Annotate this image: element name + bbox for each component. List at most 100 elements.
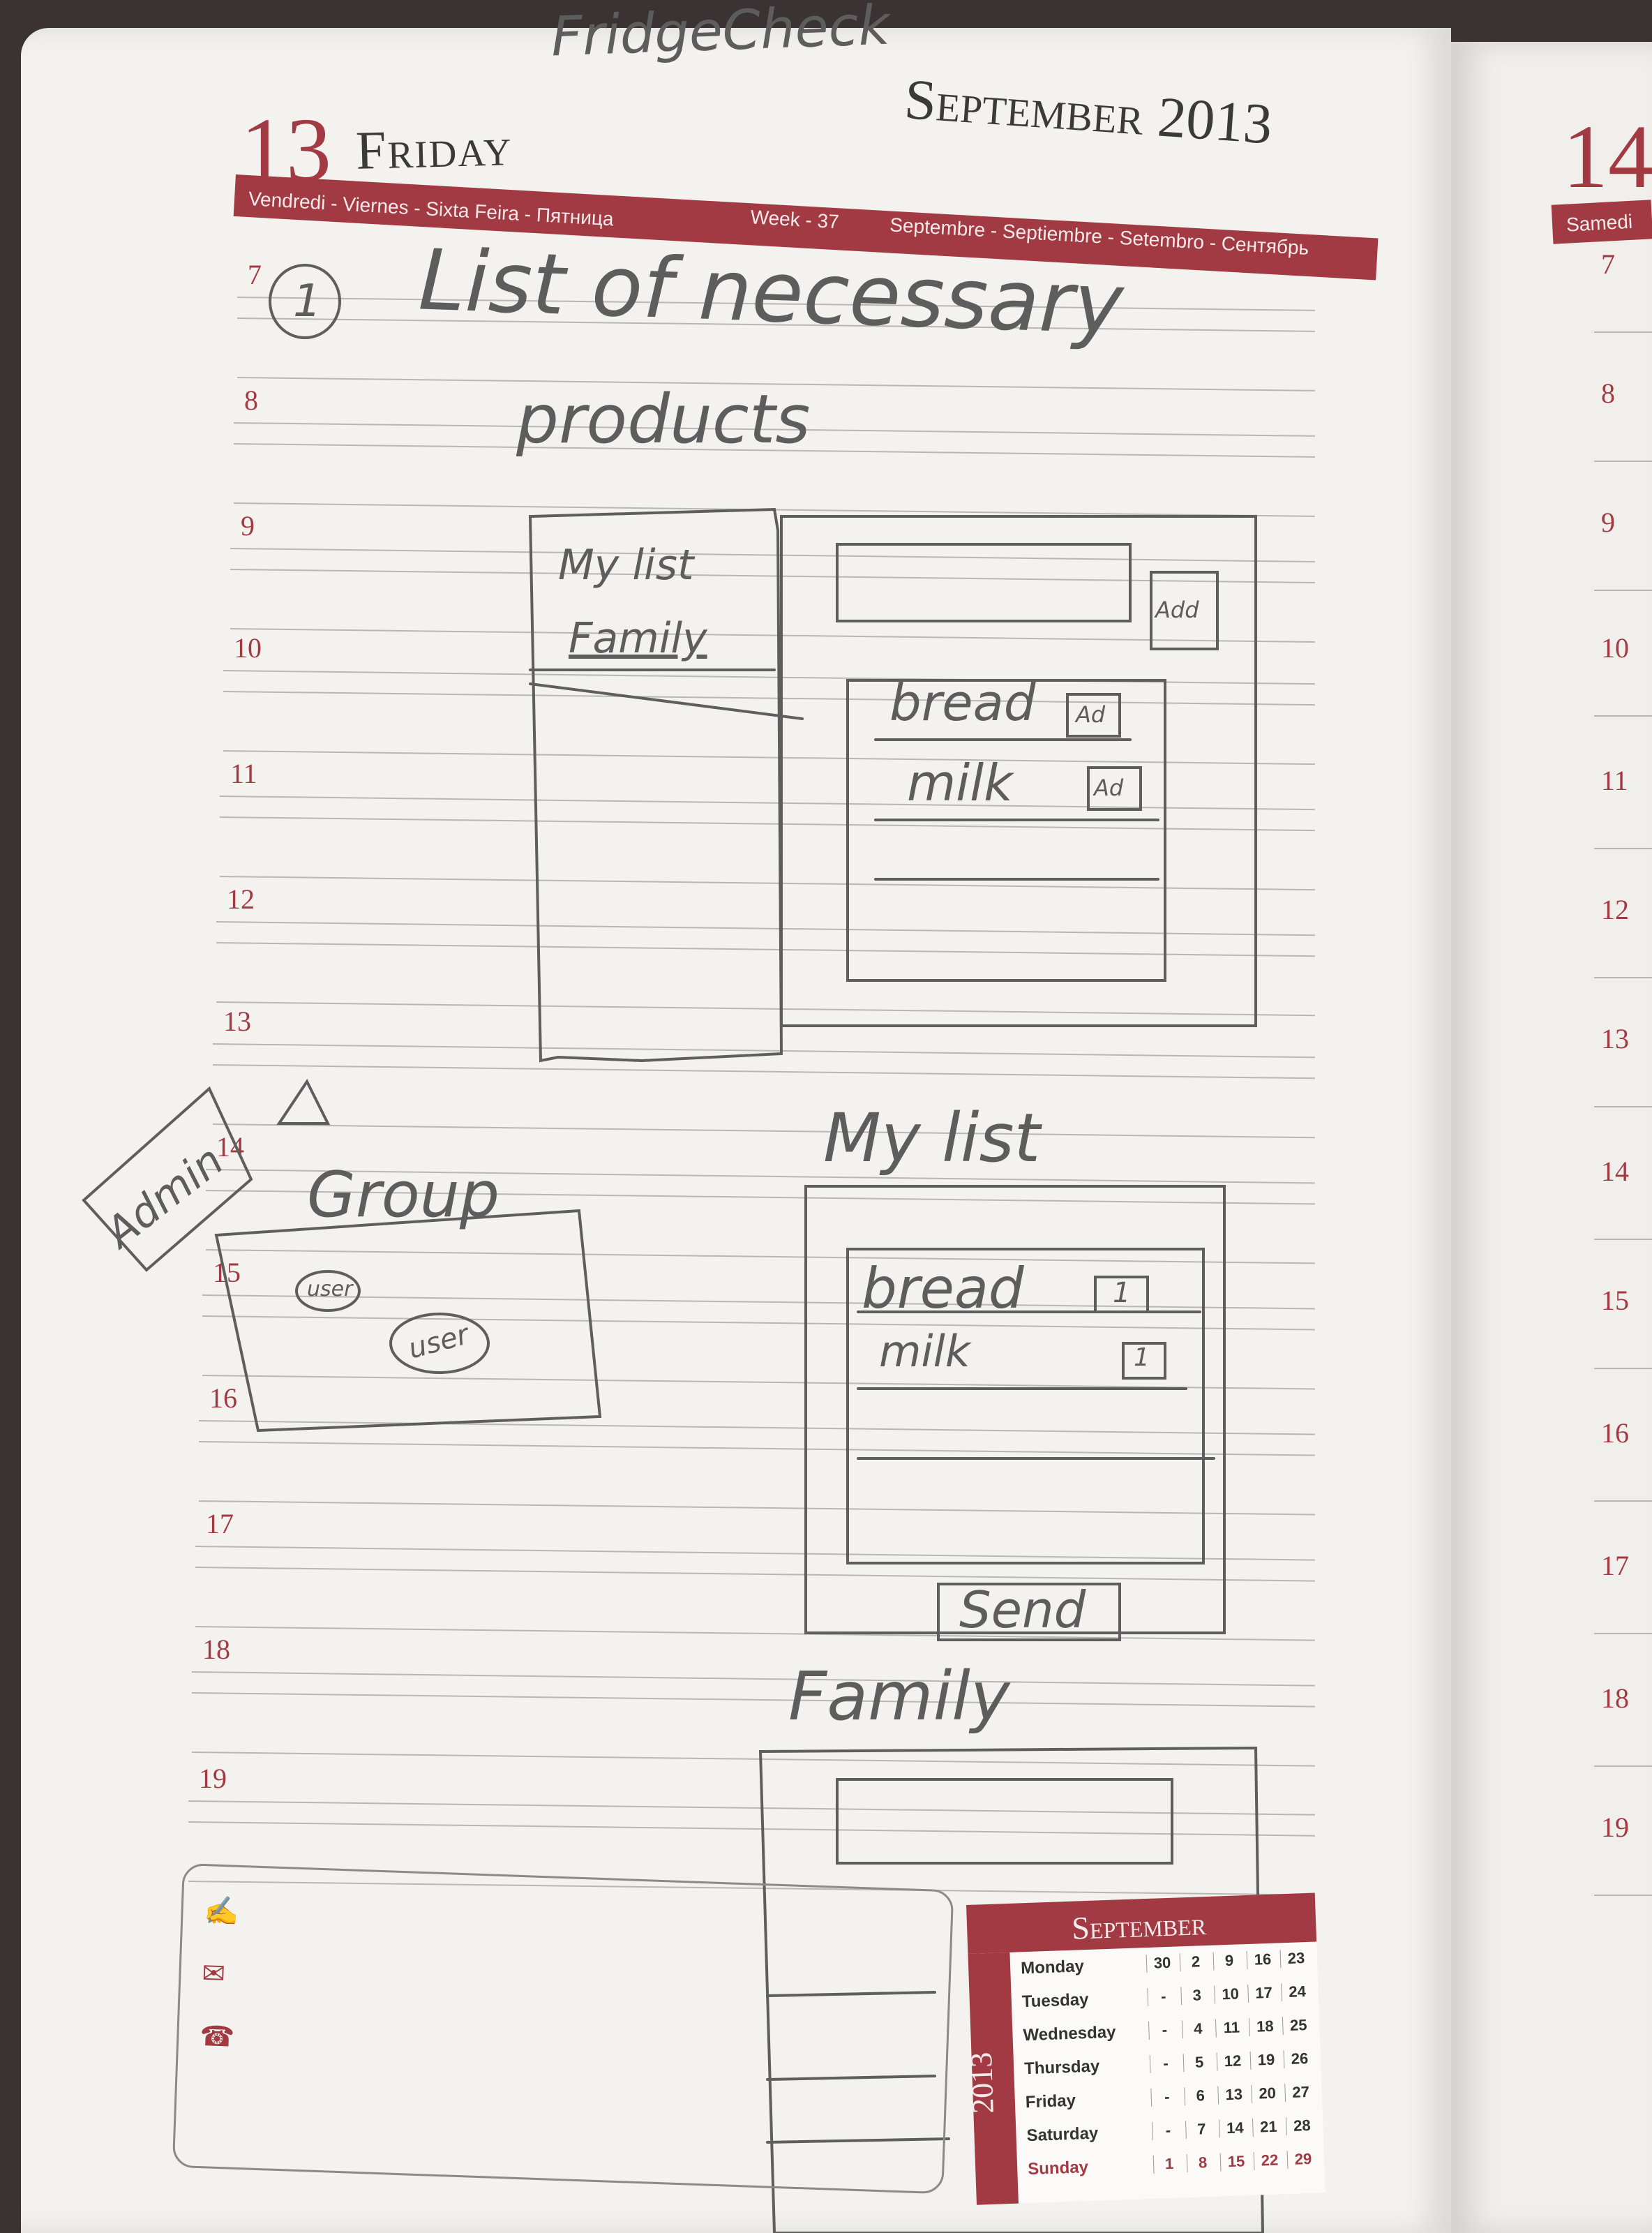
next-day-hour-label: 14 xyxy=(1601,1156,1629,1187)
mini-calendar-date: 26 xyxy=(1283,2049,1316,2069)
mini-calendar-year: 2013 xyxy=(963,2052,1000,2114)
next-day-hour-label: 19 xyxy=(1601,1812,1629,1843)
next-day-hour-rule xyxy=(1594,977,1652,978)
next-day-hour-rule xyxy=(1594,715,1652,717)
mini-calendar-date: 29 xyxy=(1286,2149,1319,2169)
notes-box: ✍ ✉ ☎ xyxy=(172,1863,954,2195)
group-user-1[interactable]: user xyxy=(307,1277,353,1301)
next-day-hour-label: 8 xyxy=(1601,378,1615,409)
mini-calendar-date: 5 xyxy=(1182,2052,1215,2073)
sketch-heading-line2: products xyxy=(516,380,811,458)
next-day-hour-label: 12 xyxy=(1601,894,1629,925)
next-day-hour-rule xyxy=(1594,1239,1652,1240)
screen1-item-button xyxy=(1066,693,1121,738)
mini-calendar-date: - xyxy=(1152,2121,1184,2140)
mini-calendar-date: 12 xyxy=(1216,2052,1249,2071)
group-title: Group xyxy=(307,1158,500,1232)
mini-calendar-date: 2 xyxy=(1179,1952,1212,1972)
mini-calendar-date: 19 xyxy=(1249,2050,1282,2070)
hour-label: 19 xyxy=(199,1763,227,1794)
phone-icon: ☎ xyxy=(199,2020,235,2053)
next-day-hour-label: 11 xyxy=(1601,765,1628,796)
next-day-hour-rule xyxy=(1594,1765,1652,1767)
mini-calendar-date: 27 xyxy=(1284,2082,1317,2103)
mini-calendar-date: 15 xyxy=(1219,2151,1252,2172)
next-day-hour-rule xyxy=(1594,461,1652,462)
send-button-box xyxy=(937,1583,1121,1641)
next-day-hour-rule xyxy=(1594,1368,1652,1369)
sidebar-item-my-list[interactable]: My list xyxy=(558,541,694,590)
mini-calendar-date: 11 xyxy=(1215,2018,1247,2038)
mini-calendar-weekday: Friday xyxy=(1025,2091,1076,2112)
next-day-hour-rule xyxy=(1594,590,1652,591)
mini-calendar-weekday: Tuesday xyxy=(1021,1989,1089,2012)
mini-calendar-date: 28 xyxy=(1285,2116,1318,2136)
family-frame xyxy=(758,1746,1265,2233)
list-item-bread: bread xyxy=(889,673,1036,732)
next-day-number: 14 xyxy=(1563,107,1652,207)
mini-calendar-date: 25 xyxy=(1282,2015,1314,2036)
next-day-hour-label: 10 xyxy=(1601,632,1629,664)
mini-calendar-date: 4 xyxy=(1181,2019,1214,2039)
screen1-items-box xyxy=(846,679,1166,982)
mini-calendar-date: - xyxy=(1150,2087,1183,2107)
step-number: 1 xyxy=(293,276,322,327)
mini-calendar-date: 14 xyxy=(1218,2118,1251,2138)
hour-label: 9 xyxy=(241,510,255,542)
mini-calendar-month: September xyxy=(1071,1906,1207,1946)
hour-label: 10 xyxy=(234,632,262,664)
mini-calendar-date: 16 xyxy=(1246,1950,1279,1970)
planner-right-page xyxy=(1451,42,1652,2233)
next-day-hour-label: 15 xyxy=(1601,1285,1629,1316)
mini-calendar-date: 9 xyxy=(1212,1951,1245,1971)
hour-label: 16 xyxy=(209,1382,237,1414)
mylist-frame xyxy=(804,1185,1226,1634)
mylist-title: My list xyxy=(823,1099,1041,1177)
hour-label: 13 xyxy=(223,1006,251,1037)
next-day-hour-label: 16 xyxy=(1601,1417,1629,1449)
send-button[interactable]: Send xyxy=(959,1581,1086,1639)
mini-calendar-date: - xyxy=(1148,2020,1180,2040)
mini-calendar-year-strip: 2013 xyxy=(964,1952,1019,2205)
screen1-frame xyxy=(528,507,783,1063)
mini-calendar-date: 8 xyxy=(1186,2153,1219,2173)
mini-calendar-date: - xyxy=(1149,2054,1182,2073)
mini-calendar-date: 3 xyxy=(1180,1985,1213,2006)
mini-calendar-weekday: Monday xyxy=(1020,1957,1085,1978)
family-input xyxy=(836,1778,1173,1865)
mini-calendar-date: 1 xyxy=(1152,2154,1185,2174)
add-button[interactable]: Add xyxy=(1155,597,1199,623)
screen1-add-button-box xyxy=(1150,571,1219,650)
list-item-milk: milk xyxy=(907,754,1013,812)
admin-tag xyxy=(82,1086,253,1272)
mylist-item-bread-qty[interactable]: 1 xyxy=(1113,1277,1131,1309)
mini-calendar-weekday: Wednesday xyxy=(1023,2022,1116,2045)
mylist-item-milk-qty[interactable]: 1 xyxy=(1134,1343,1150,1372)
list-item-milk-button[interactable]: Ad xyxy=(1094,775,1124,801)
mini-calendar-date: 23 xyxy=(1279,1948,1312,1969)
next-day-hour-label: 17 xyxy=(1601,1550,1629,1581)
mylist-items-box xyxy=(846,1248,1205,1564)
mini-calendar-weekday: Sunday xyxy=(1027,2158,1089,2179)
mylist-item-bread: bread xyxy=(862,1256,1024,1321)
next-day-hour-label: 9 xyxy=(1601,507,1615,538)
hour-label: 8 xyxy=(244,384,258,416)
next-day-hour-rule xyxy=(1594,331,1652,333)
sidebar-item-family[interactable]: Family xyxy=(569,614,707,663)
screen1-item-button xyxy=(1087,766,1142,811)
list-item-bread-button[interactable]: Ad xyxy=(1076,701,1106,728)
next-day-hour-label: 13 xyxy=(1601,1023,1629,1054)
family-title: Family xyxy=(788,1657,1010,1735)
next-day-hour-rule xyxy=(1594,1106,1652,1107)
next-day-hour-label: 7 xyxy=(1601,248,1615,280)
mini-calendar-date: 22 xyxy=(1253,2151,1286,2170)
next-day-hour-rule xyxy=(1594,1895,1652,1896)
screen1-main xyxy=(780,515,1257,1027)
mini-calendar-date: 10 xyxy=(1214,1985,1247,2004)
next-day-hour-rule xyxy=(1594,1633,1652,1634)
mini-calendar-weekday: Thursday xyxy=(1023,2056,1100,2079)
mini-calendar-date: 30 xyxy=(1146,1953,1178,1973)
mini-calendar-date: 20 xyxy=(1251,2084,1284,2103)
